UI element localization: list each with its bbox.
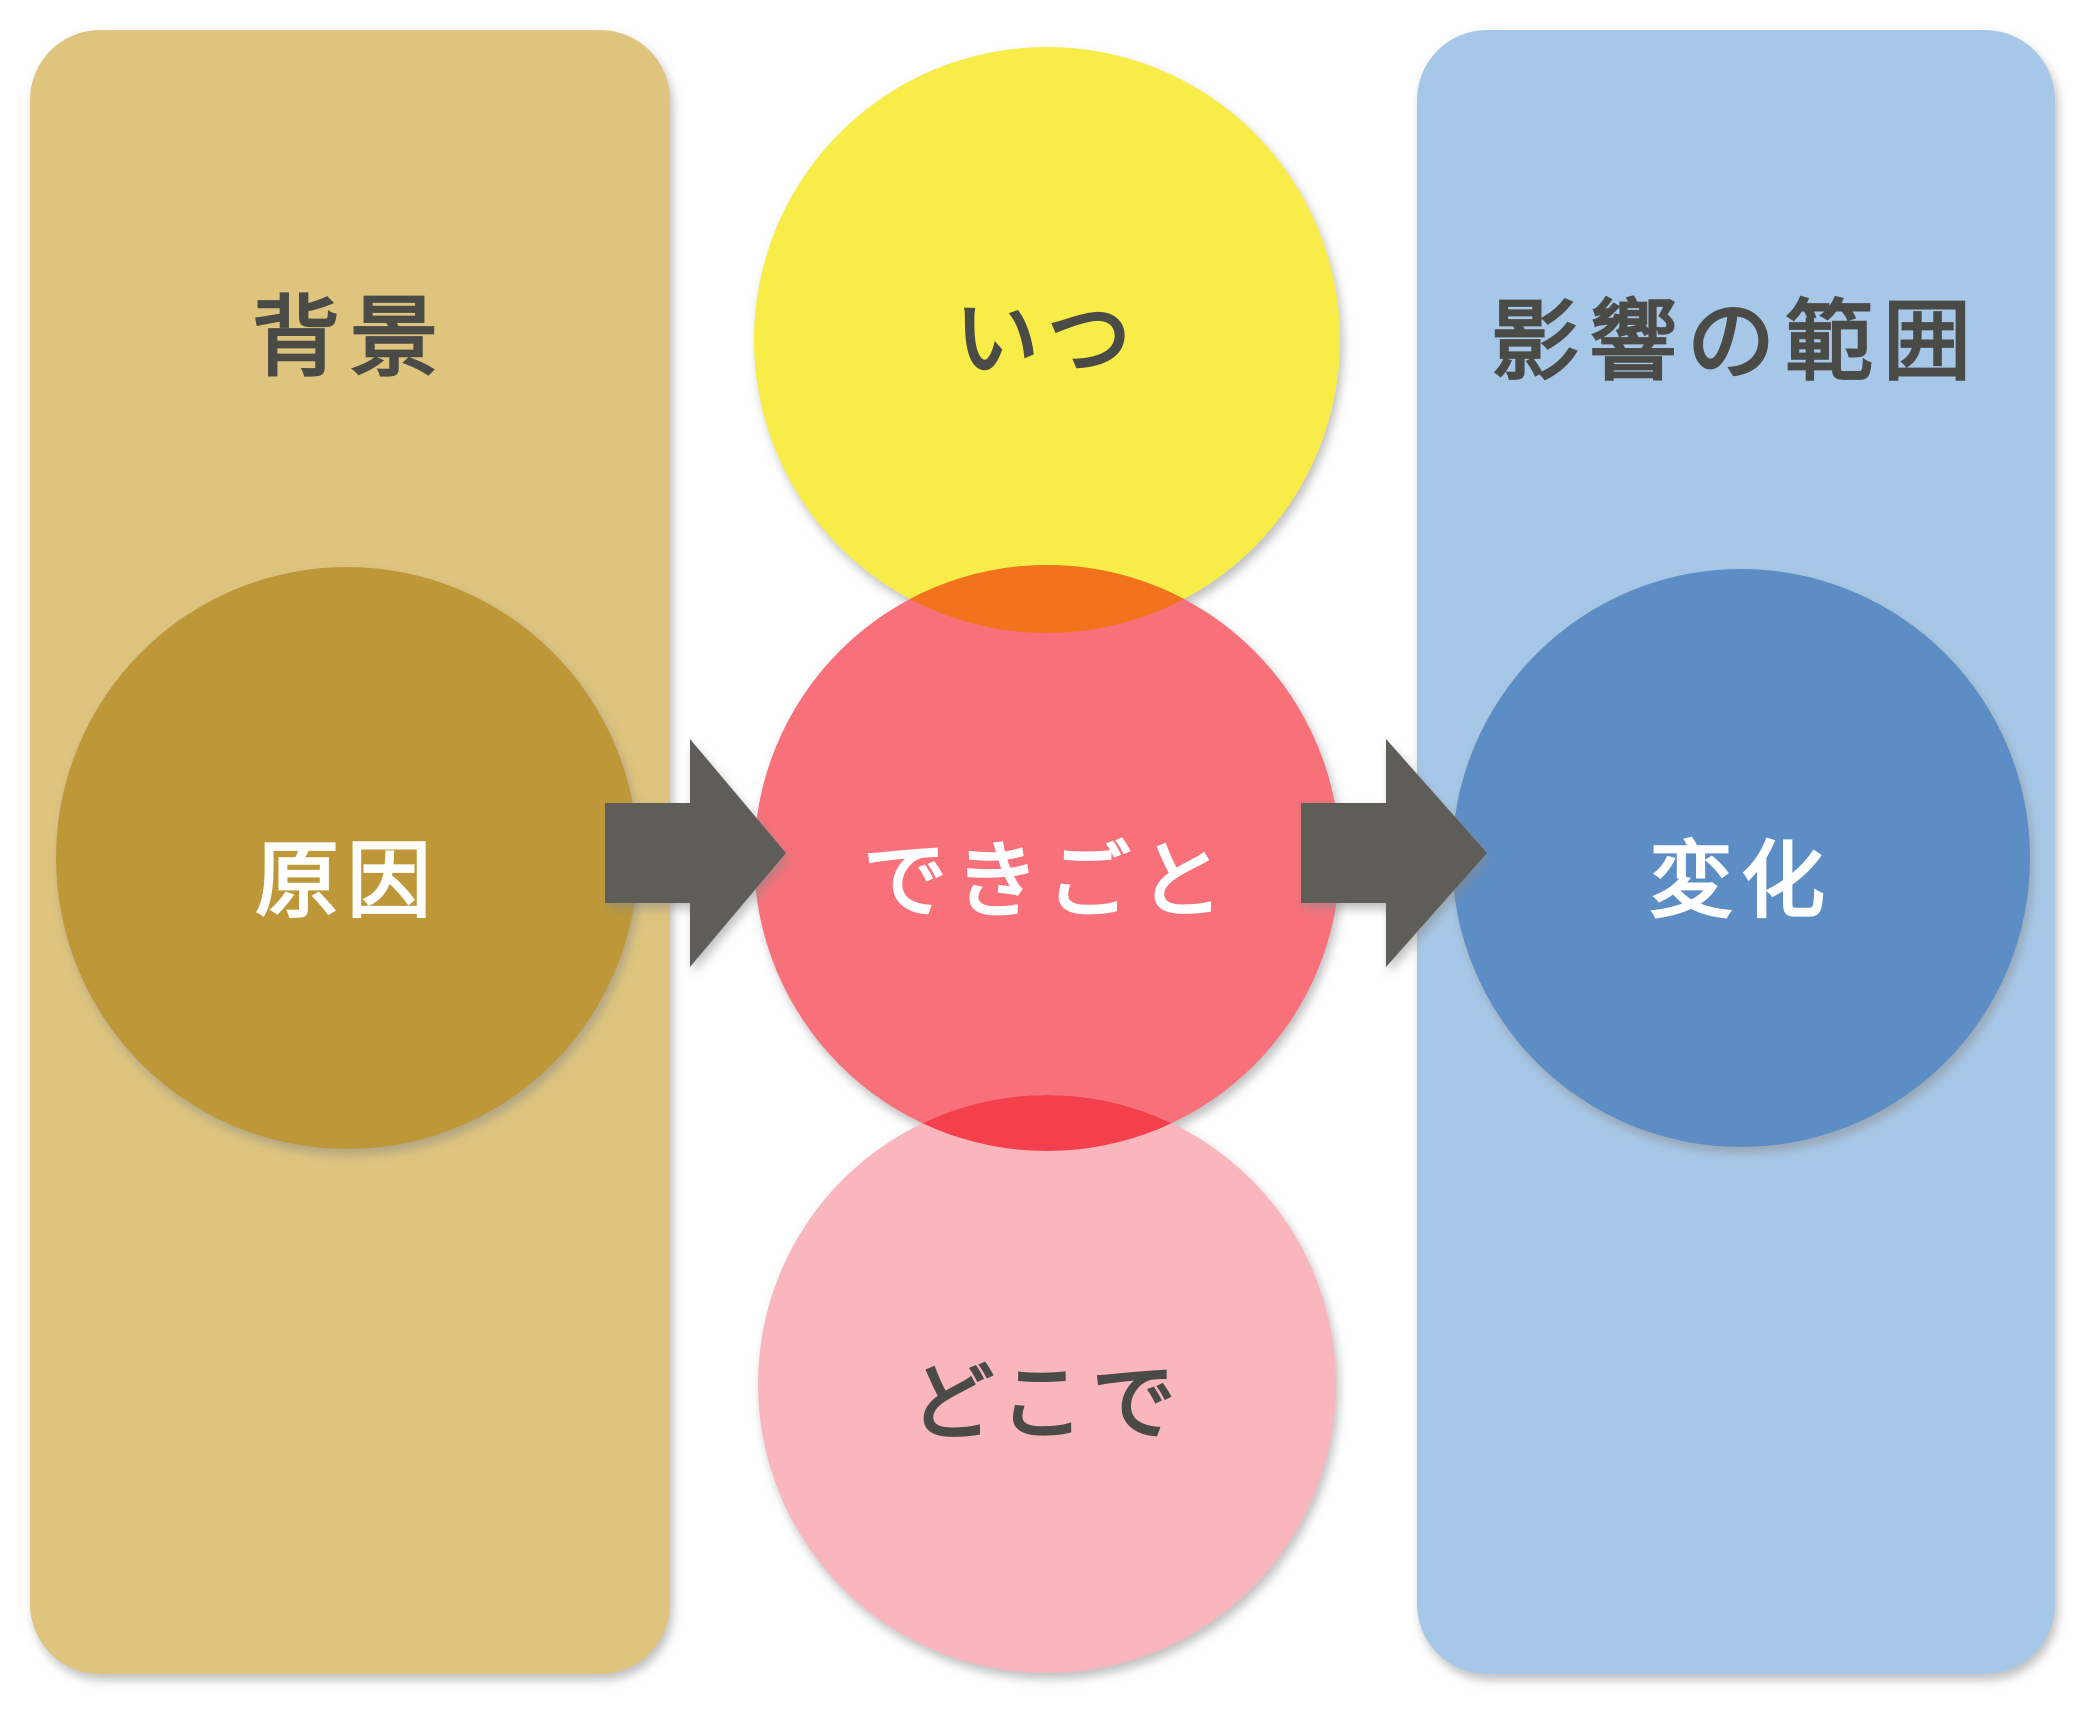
- where-circle-label: どこで: [910, 1354, 1183, 1452]
- arrow-left-to-center-icon: [605, 739, 786, 967]
- cause-circle: [56, 567, 638, 1149]
- change-circle-label: 変化: [1649, 832, 1833, 930]
- cause-circle-label: 原因: [255, 832, 439, 930]
- when-circle-label: いつ: [955, 290, 1139, 388]
- when-circle: [754, 47, 1340, 633]
- background-panel-title: 背景: [252, 286, 448, 389]
- where-circle: [758, 1095, 1336, 1673]
- event-circle: [754, 565, 1340, 1151]
- arrow-center-to-right-icon: [1301, 739, 1487, 967]
- event-circle-label: できごと: [863, 832, 1231, 930]
- impact-scope-panel-title: 影響の範囲: [1491, 290, 1981, 393]
- event-circle-cluster: [754, 47, 1340, 1673]
- change-circle: [1452, 569, 2030, 1147]
